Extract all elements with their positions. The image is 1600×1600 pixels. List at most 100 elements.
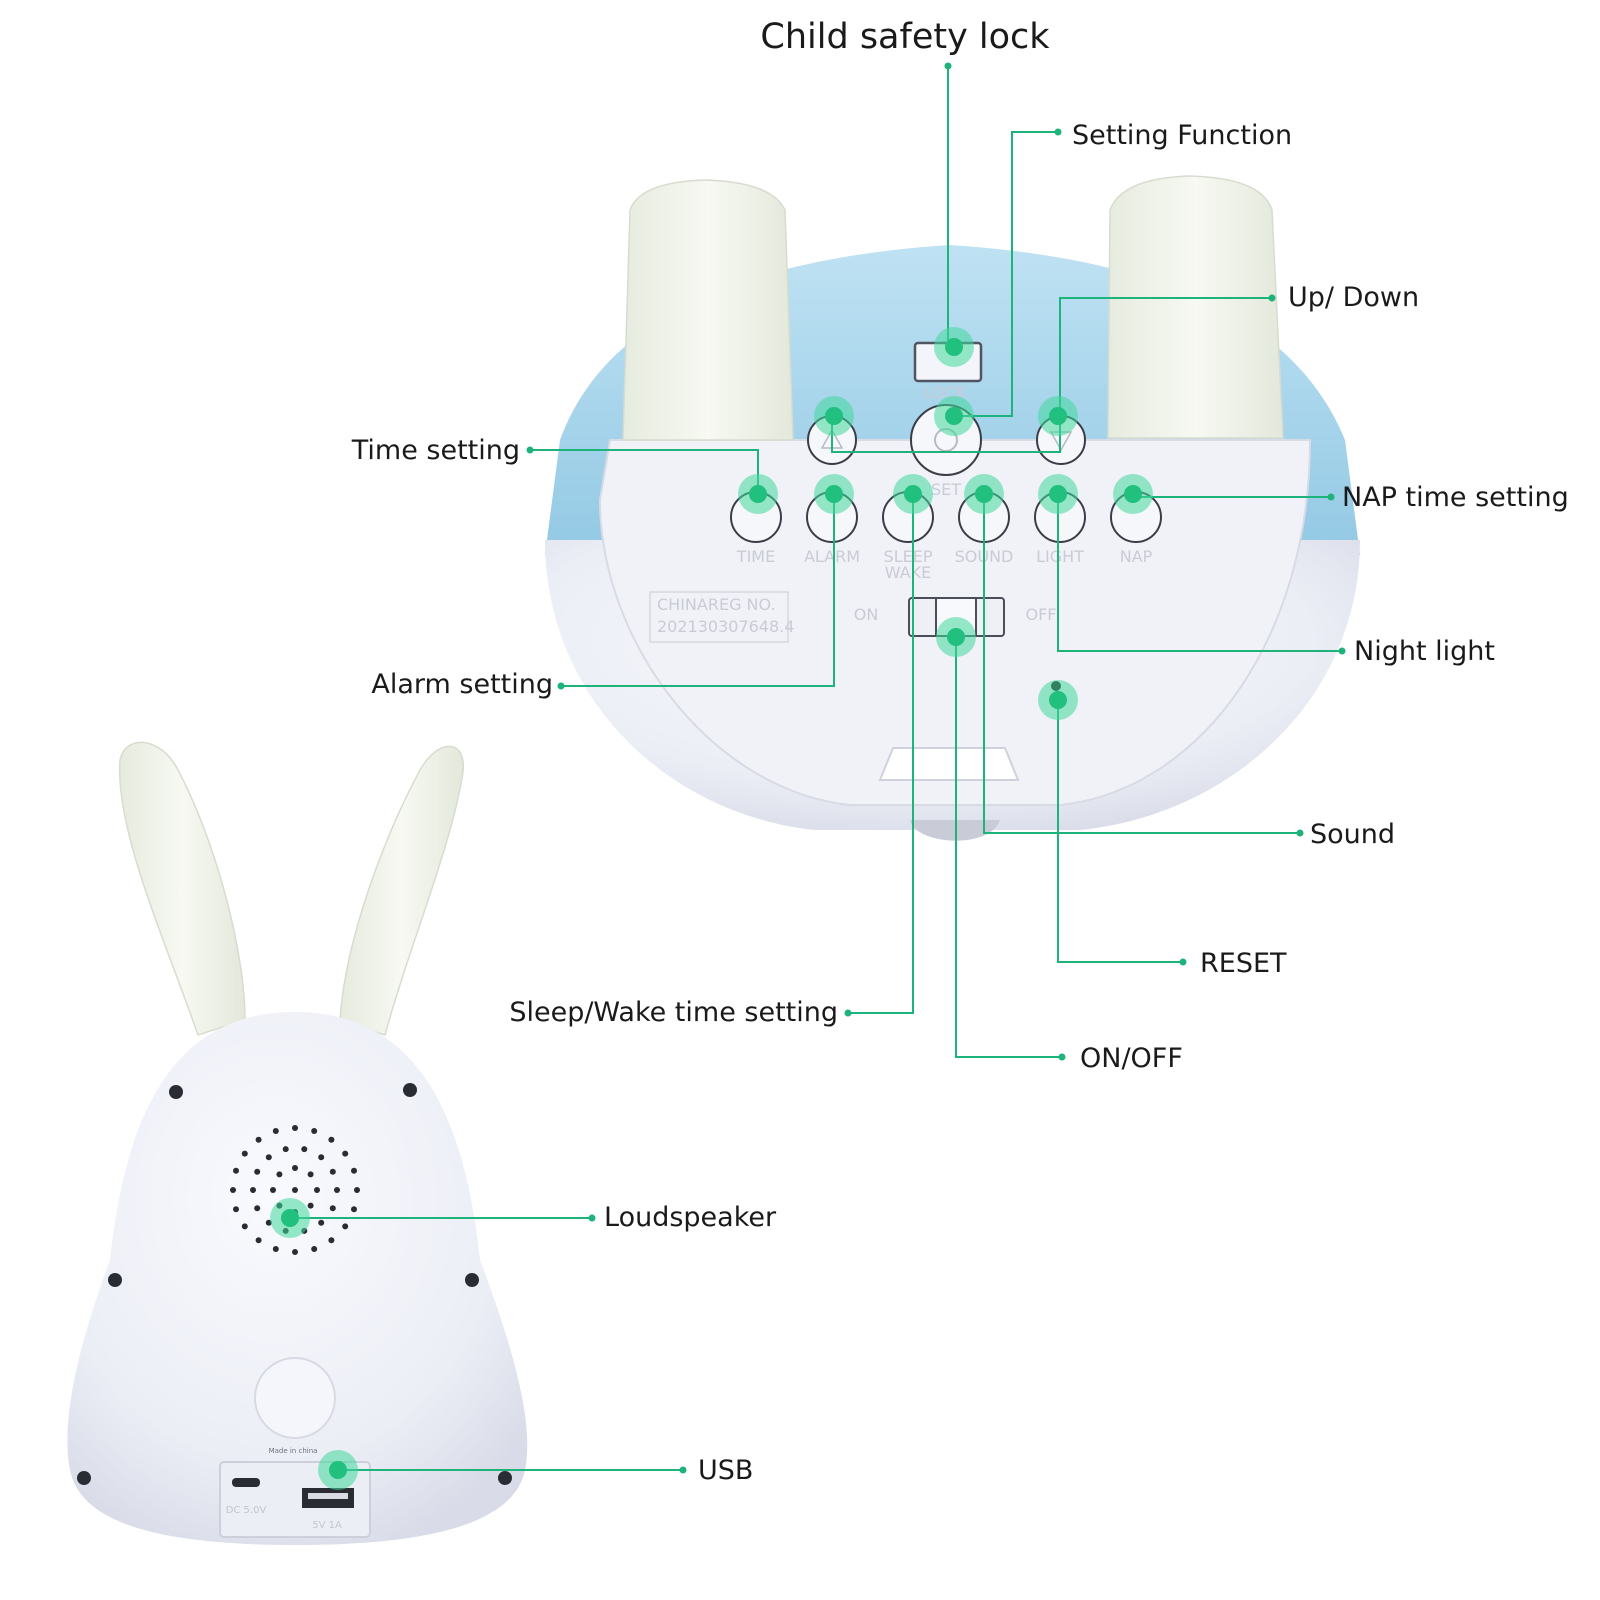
speaker-hole	[272, 1128, 279, 1134]
marker-light	[1038, 474, 1078, 514]
speaker-hole	[230, 1187, 236, 1193]
speaker-hole	[342, 1150, 349, 1157]
marker-time	[738, 474, 778, 514]
leader-sleep-wake	[848, 494, 914, 1014]
off-text: OFF	[1026, 605, 1057, 624]
marker-nap	[1113, 474, 1153, 514]
marker-lock	[934, 327, 974, 367]
leader-on-off	[955, 637, 1062, 1058]
speaker-hole	[241, 1223, 248, 1230]
marker-reset	[1038, 680, 1078, 720]
label-sleep-wake: Sleep/Wake time setting	[509, 997, 838, 1028]
label-setting-function: Setting Function	[1072, 120, 1292, 151]
speaker-hole	[351, 1206, 357, 1213]
title-child-safety-lock: Child safety lock	[760, 17, 1050, 57]
leader-end-dot	[944, 62, 952, 70]
speaker-hole	[250, 1187, 256, 1193]
marker-sleep-wake	[893, 474, 933, 514]
reg-line1: CHINAREG NO.	[657, 595, 776, 614]
leader-end-dot	[1179, 958, 1187, 966]
speaker-hole	[318, 1154, 325, 1161]
function-button-row: TIME ALARM SLEEP WAKE SOUND LIGHT NAP	[730, 491, 1162, 582]
screw-hole	[108, 1273, 122, 1287]
speaker-hole	[292, 1249, 298, 1255]
marker-sound	[964, 474, 1004, 514]
label-alarm-setting: Alarm setting	[371, 669, 553, 700]
speaker-hole	[342, 1223, 349, 1230]
leader-end-dot	[526, 446, 534, 454]
screw-hole	[169, 1085, 183, 1099]
set-text: SET	[931, 480, 961, 499]
back-left-ear	[118, 741, 246, 1036]
speaker-hole	[254, 1168, 261, 1175]
label-on-off: ON/OFF	[1080, 1043, 1183, 1074]
speaker-hole	[272, 1246, 279, 1252]
label-night-light: Night light	[1354, 636, 1495, 667]
nap-button-label: NAP	[1120, 547, 1153, 566]
leader-up-down	[831, 297, 1272, 453]
speaker-hole	[334, 1187, 340, 1193]
sleep-button-label: SLEEP	[884, 547, 933, 566]
leader-end-dot	[679, 1466, 687, 1474]
leader-sound	[983, 494, 1300, 834]
speaker-hole	[329, 1168, 336, 1175]
label-nap-time-setting: NAP time setting	[1342, 482, 1569, 513]
speaker-hole	[282, 1146, 289, 1153]
screw-hole	[498, 1471, 512, 1485]
speaker-hole	[329, 1205, 336, 1212]
registration-stamp	[649, 591, 789, 643]
speaker-hole	[307, 1202, 314, 1209]
speaker-hole	[354, 1187, 360, 1193]
leader-setting-function	[954, 131, 1058, 417]
label-reset: RESET	[1200, 948, 1287, 979]
usb-a-tongue	[308, 1493, 348, 1499]
label-usb: USB	[698, 1455, 753, 1486]
leader-end-dot	[844, 1009, 852, 1017]
speaker-hole	[270, 1187, 276, 1193]
back-body	[67, 1012, 528, 1545]
light-button-label: LIGHT	[1036, 547, 1084, 566]
speaker-hole	[265, 1154, 272, 1161]
speaker-hole	[301, 1146, 308, 1153]
speaker-hole	[292, 1187, 298, 1193]
speaker-hole	[254, 1205, 261, 1212]
alarm-button-label: ALARM	[804, 547, 860, 566]
speaker-hole	[351, 1167, 357, 1174]
marker-usb	[318, 1450, 358, 1490]
handle-slot	[878, 747, 1020, 781]
clock-bottom-panel-view: LOCK SET TIME ALARM SLEEP WAKE SOUND LIG…	[545, 175, 1360, 841]
speaker-hole	[276, 1171, 283, 1178]
callout-labels: Child safety lock Setting Function Up/ D…	[351, 17, 1569, 1486]
leader-end-dot	[1058, 1053, 1066, 1061]
label-sound: Sound	[1310, 819, 1395, 850]
screw-hole	[465, 1273, 479, 1287]
leader-end-dot	[1054, 128, 1062, 136]
time-button-label: TIME	[736, 547, 775, 566]
leader-end-dots	[526, 62, 1346, 1474]
leader-end-dot	[588, 1214, 596, 1222]
left-ear-block	[622, 179, 794, 441]
reg-line2: 202130307648.4	[657, 617, 794, 636]
leader-alarm	[561, 494, 835, 687]
leader-reset	[1057, 700, 1183, 963]
marker-set	[934, 396, 974, 436]
leader-end-dot	[1338, 647, 1346, 655]
speaker-hole	[292, 1125, 298, 1131]
marker-loudspeaker	[270, 1198, 310, 1238]
bunny-tail	[254, 1357, 336, 1439]
micro-usb-port[interactable]	[232, 1478, 260, 1487]
screw-hole	[403, 1083, 417, 1097]
label-up-down: Up/ Down	[1288, 282, 1419, 313]
clock-back-view: Made in china DC 5.0V 5V 1A	[67, 741, 528, 1545]
marker-alarm	[814, 474, 854, 514]
speaker-hole	[328, 1136, 335, 1143]
speaker-hole	[311, 1128, 318, 1134]
leader-night-light	[1057, 494, 1342, 652]
speaker-hole	[314, 1187, 320, 1193]
marker-down	[1038, 396, 1078, 436]
back-right-ear	[339, 745, 465, 1036]
wake-button-label: WAKE	[885, 563, 932, 582]
right-ear-block	[1107, 175, 1284, 439]
usb-out-text: 5V 1A	[312, 1520, 342, 1531]
speaker-hole	[311, 1246, 318, 1252]
